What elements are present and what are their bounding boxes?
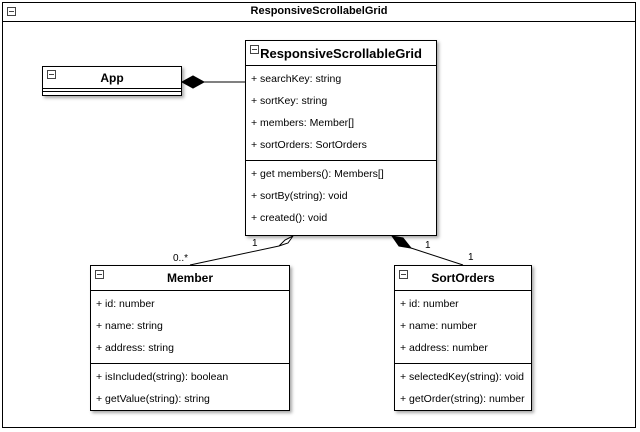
method[interactable]: + isIncluded(string): boolean bbox=[96, 371, 229, 383]
frame-title: ResponsiveScrollabelGrid bbox=[250, 5, 388, 17]
class-sortorders-methods: + selectedKey(string): void + getOrder(s… bbox=[395, 364, 531, 414]
method[interactable]: + sortBy(string): void bbox=[251, 190, 348, 202]
class-app[interactable]: App bbox=[42, 66, 182, 96]
method[interactable]: + get members(): Members[] bbox=[251, 168, 384, 180]
collapse-icon[interactable] bbox=[7, 7, 16, 16]
class-member-attributes: + id: number + name: string + address: s… bbox=[91, 291, 289, 364]
class-app-header: App bbox=[43, 67, 181, 89]
edge-grid-member[interactable] bbox=[189, 245, 280, 266]
attribute[interactable]: + sortKey: string bbox=[251, 95, 328, 107]
collapse-icon[interactable] bbox=[399, 270, 408, 279]
composition-diamond bbox=[180, 75, 206, 89]
multiplicity-label: 0..* bbox=[173, 253, 188, 264]
attribute[interactable]: + members: Member[] bbox=[251, 117, 354, 129]
class-sortorders[interactable]: SortOrders + id: number + name: number +… bbox=[394, 265, 532, 411]
collapse-icon[interactable] bbox=[250, 45, 259, 54]
multiplicity-label: 1 bbox=[252, 238, 258, 249]
method[interactable]: + getValue(string): string bbox=[96, 393, 210, 405]
class-sortorders-header: SortOrders bbox=[395, 266, 531, 291]
method[interactable]: + selectedKey(string): void bbox=[400, 371, 525, 383]
attribute[interactable]: + searchKey: string bbox=[251, 73, 342, 85]
class-name: SortOrders bbox=[431, 271, 495, 285]
class-grid-attributes: + searchKey: string + sortKey: string + … bbox=[246, 66, 436, 161]
collapse-icon[interactable] bbox=[95, 270, 104, 279]
attribute[interactable]: + address: string bbox=[96, 342, 174, 354]
class-responsive-scrollable-grid[interactable]: ResponsiveScrollableGrid + searchKey: st… bbox=[245, 40, 437, 236]
collapse-icon[interactable] bbox=[47, 70, 56, 79]
multiplicity-label: 1 bbox=[425, 240, 431, 251]
attribute[interactable]: + address: number bbox=[400, 342, 488, 354]
attribute[interactable]: + id: number bbox=[400, 298, 459, 310]
attribute[interactable]: + sortOrders: SortOrders bbox=[251, 139, 367, 151]
attribute[interactable]: + name: string bbox=[96, 320, 163, 332]
method[interactable]: + created(): void bbox=[251, 212, 328, 224]
class-grid-header: ResponsiveScrollableGrid bbox=[246, 41, 436, 66]
class-name: ResponsiveScrollableGrid bbox=[260, 46, 422, 61]
class-app-attributes bbox=[43, 89, 181, 92]
class-name: App bbox=[100, 71, 124, 85]
class-member[interactable]: Member + id: number + name: string + add… bbox=[90, 265, 290, 411]
edge-grid-sortorders[interactable] bbox=[410, 247, 464, 266]
class-name: Member bbox=[166, 271, 213, 285]
class-grid-methods: + get members(): Members[] + sortBy(stri… bbox=[246, 161, 436, 233]
class-sortorders-attributes: + id: number + name: number + address: n… bbox=[395, 291, 531, 364]
frame-header: ResponsiveScrollabelGrid bbox=[3, 3, 635, 22]
aggregation-diamond bbox=[278, 235, 294, 247]
composition-diamond bbox=[390, 235, 413, 249]
class-member-methods: + isIncluded(string): boolean + getValue… bbox=[91, 364, 289, 414]
multiplicity-label: 1 bbox=[468, 252, 474, 263]
method[interactable]: + getOrder(string): number bbox=[400, 393, 525, 405]
attribute[interactable]: + id: number bbox=[96, 298, 155, 310]
attribute[interactable]: + name: number bbox=[400, 320, 477, 332]
class-member-header: Member bbox=[91, 266, 289, 291]
